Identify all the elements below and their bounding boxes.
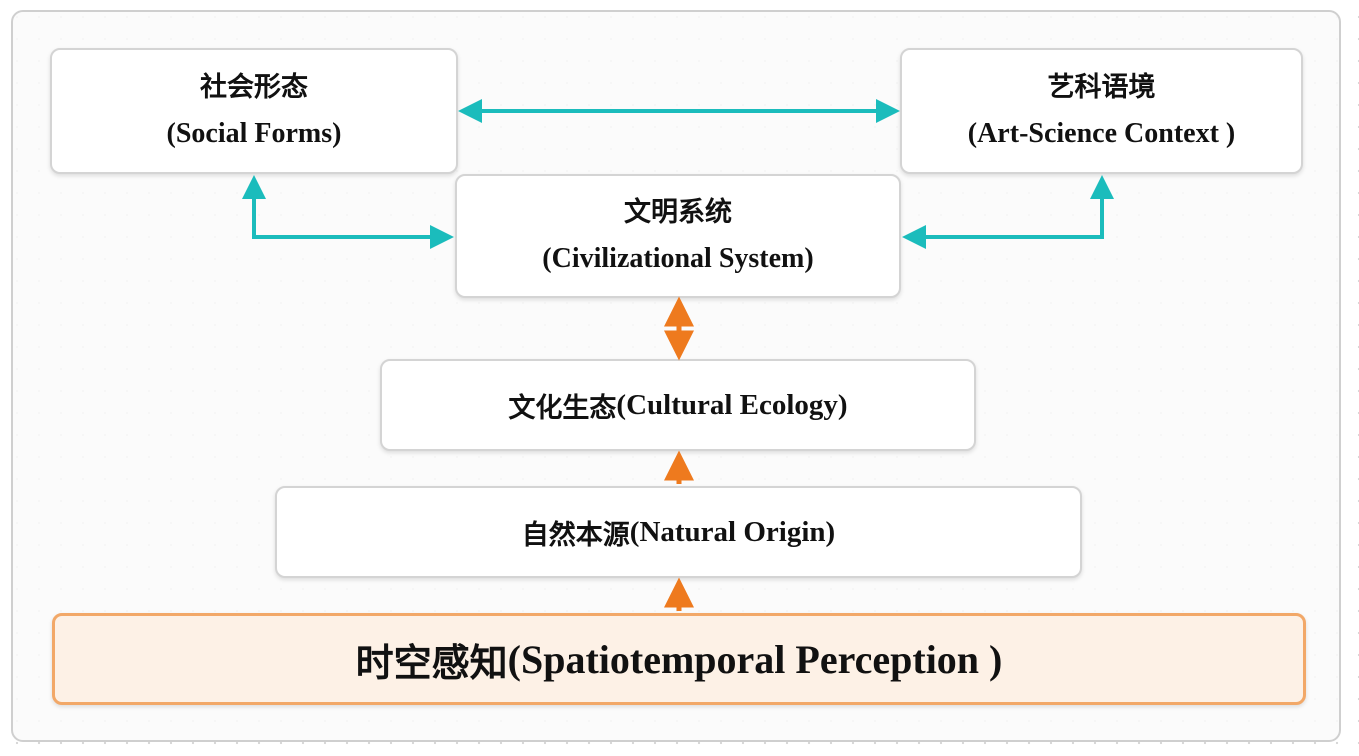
node-natural-origin: 自然本源 (Natural Origin) [275,486,1082,578]
art-science-zh-label: 艺科语境 [1047,72,1156,103]
node-social-forms: 社会形态 (Social Forms) [50,48,458,174]
civilizational-en-label: (Civilizational System) [542,243,814,274]
spatiotemporal-zh-label: 时空感知 [355,640,508,685]
node-cultural-ecology: 文化生态 (Cultural Ecology) [380,359,976,451]
natural-origin-en-label: (Natural Origin) [629,515,836,548]
civilizational-zh-label: 文明系统 [624,197,732,228]
node-spatiotemporal-perception: 时空感知 (Spatiotemporal Perception ) [52,613,1306,705]
spatiotemporal-en-label: (Spatiotemporal Perception ) [507,636,1003,682]
social-forms-zh-label: 社会形态 [200,72,308,103]
cultural-ecology-en-label: (Cultural Ecology) [616,388,848,421]
node-art-science-context: 艺科语境 (Art-Science Context ) [900,48,1303,174]
social-forms-en-label: (Social Forms) [166,118,342,149]
cultural-ecology-zh-label: 文化生态 [508,392,617,424]
node-civilizational-system: 文明系统 (Civilizational System) [455,174,901,298]
natural-origin-zh-label: 自然本源 [521,519,630,551]
art-science-en-label: (Art-Science Context ) [967,118,1236,149]
